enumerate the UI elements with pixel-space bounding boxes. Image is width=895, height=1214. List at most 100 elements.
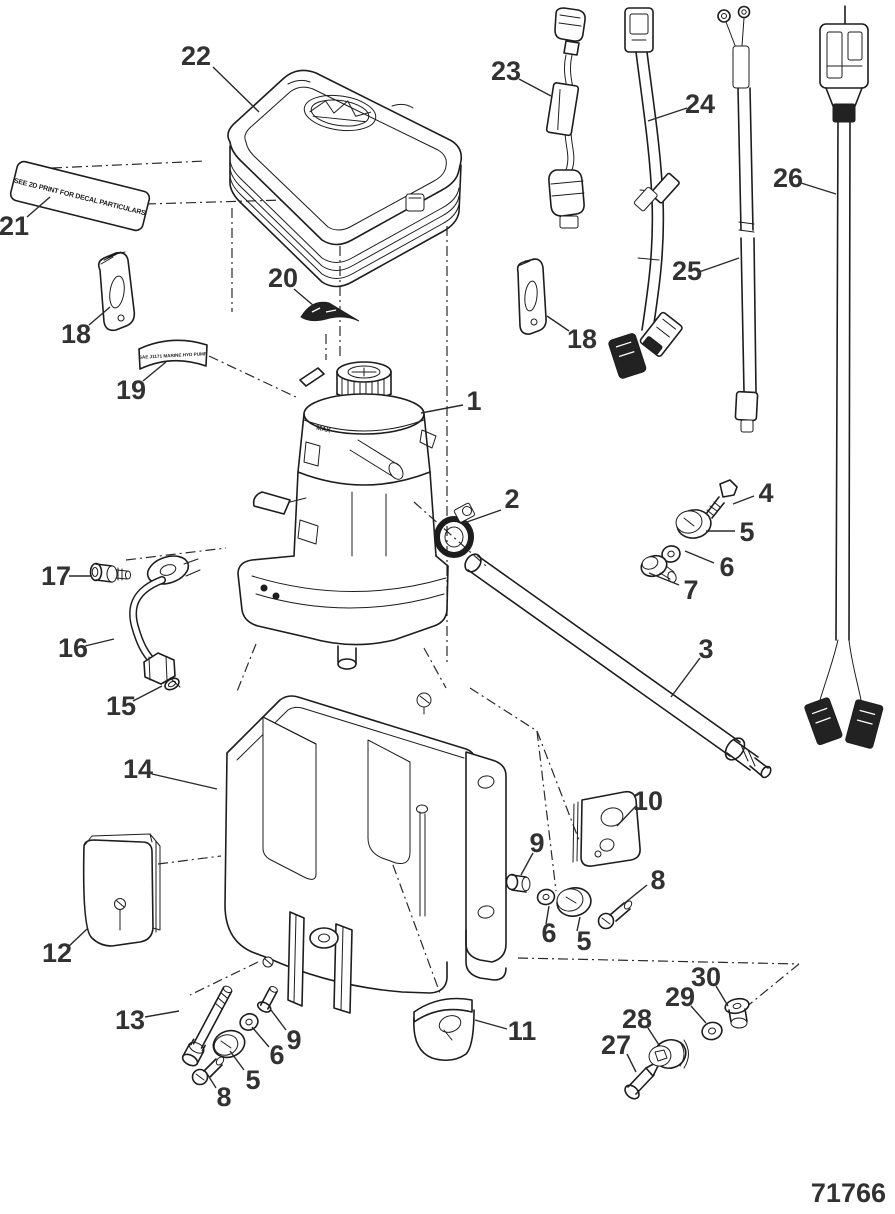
svg-text:16: 16: [58, 633, 88, 663]
svg-text:9: 9: [286, 1025, 301, 1055]
screw-17: [89, 562, 131, 583]
plug-28: [648, 1038, 689, 1070]
trim-tube: [464, 553, 772, 779]
pin-9-lower: [256, 986, 278, 1013]
callout-24: 24: [647, 89, 715, 122]
logo-decal: [300, 301, 360, 322]
svg-text:17: 17: [41, 561, 71, 591]
callout-27: 27: [601, 1030, 637, 1073]
svg-text:21: 21: [0, 211, 29, 241]
svg-text:5: 5: [245, 1065, 260, 1095]
svg-text:2: 2: [504, 484, 519, 514]
svg-text:5: 5: [739, 517, 754, 547]
svg-text:25: 25: [672, 256, 702, 286]
svg-text:10: 10: [633, 786, 663, 816]
callout-10: 10: [616, 786, 663, 827]
svg-text:12: 12: [42, 938, 72, 968]
callout-6-lower: 6: [251, 1026, 285, 1070]
svg-text:18: 18: [567, 324, 597, 354]
o-ring-15: [164, 677, 180, 691]
callout-5-right: 5: [576, 916, 592, 956]
svg-text:7: 7: [683, 575, 698, 605]
cable-25: [717, 5, 759, 433]
svg-text:29: 29: [665, 982, 695, 1012]
svg-text:22: 22: [181, 41, 211, 71]
callouts: 22 21 18 19 20 1 23 24 25 18 26 2 4 5 6 …: [0, 41, 837, 1112]
screw-8-lower: [191, 1056, 225, 1086]
bushing-30: [724, 997, 750, 1029]
svg-text:5: 5: [576, 926, 591, 956]
svg-text:11: 11: [508, 1016, 537, 1046]
callout-12: 12: [42, 928, 88, 968]
callout-26: 26: [773, 163, 837, 195]
svg-text:8: 8: [650, 865, 665, 895]
callout-6-upper: 6: [684, 550, 735, 582]
callout-22: 22: [181, 41, 260, 113]
svg-text:20: 20: [268, 263, 298, 293]
bushing-5-right: [556, 887, 592, 917]
callout-9-right: 9: [520, 828, 545, 876]
pump-assembly: MAX: [237, 361, 449, 670]
svg-text:26: 26: [773, 163, 803, 193]
callout-8-lower: 8: [205, 1071, 232, 1112]
cover: [227, 69, 463, 288]
svg-text:30: 30: [691, 962, 721, 992]
callout-1: 1: [420, 386, 482, 416]
callout-4: 4: [732, 478, 774, 508]
callout-21: 21: [0, 196, 51, 241]
harness-23: [545, 7, 586, 229]
callout-6-right: 6: [541, 905, 557, 948]
saddle-clamp: [413, 997, 475, 1062]
callout-5-upper: 5: [706, 517, 755, 547]
callout-14: 14: [123, 754, 218, 790]
svg-text:15: 15: [106, 691, 136, 721]
cable-26: [804, 5, 884, 749]
bolt-4: [705, 479, 738, 519]
bushing-5-upper: [675, 509, 712, 539]
bushing-5-lower: [212, 1029, 246, 1059]
svg-text:27: 27: [601, 1030, 631, 1060]
svg-text:9: 9: [529, 828, 544, 858]
svg-text:24: 24: [685, 89, 715, 119]
callout-9-lower: 9: [270, 1009, 302, 1055]
pump-decal: SAE J1171 MARINE HYD PUMP: [138, 339, 208, 370]
callout-23: 23: [491, 56, 552, 97]
grommet-7: [640, 554, 677, 583]
screw-27: [624, 1059, 662, 1100]
pin-9-right: [505, 873, 531, 893]
callout-18-left: 18: [61, 306, 111, 349]
svg-text:3: 3: [698, 634, 713, 664]
svg-text:18: 18: [61, 319, 91, 349]
callout-20: 20: [268, 263, 315, 307]
svg-text:6: 6: [541, 918, 556, 948]
washer-29: [701, 1021, 723, 1041]
callout-25: 25: [672, 256, 740, 286]
callout-16: 16: [58, 633, 115, 663]
cover-latch: [405, 193, 425, 212]
callout-7: 7: [648, 572, 699, 605]
svg-text:1: 1: [466, 386, 481, 416]
callout-15: 15: [106, 685, 163, 721]
svg-text:4: 4: [758, 478, 773, 508]
callout-28: 28: [622, 1004, 660, 1046]
mercury-logo-icon: [303, 94, 377, 132]
svg-text:19: 19: [116, 375, 146, 405]
svg-text:13: 13: [115, 1005, 145, 1035]
svg-text:28: 28: [622, 1004, 652, 1034]
callout-3: 3: [670, 634, 714, 698]
svg-text:23: 23: [491, 56, 521, 86]
mounting-pad: [82, 833, 161, 947]
callout-5-lower: 5: [229, 1050, 261, 1095]
callout-29: 29: [665, 982, 707, 1024]
bracket-plate: [572, 790, 641, 867]
callout-2: 2: [463, 484, 520, 524]
svg-text:6: 6: [269, 1040, 284, 1070]
callout-19: 19: [116, 361, 167, 405]
hydraulic-tube-16: [129, 555, 201, 688]
max-marking: MAX: [316, 425, 332, 435]
callout-17: 17: [41, 561, 92, 591]
callout-30: 30: [691, 962, 729, 1007]
callout-18-right: 18: [546, 315, 597, 354]
